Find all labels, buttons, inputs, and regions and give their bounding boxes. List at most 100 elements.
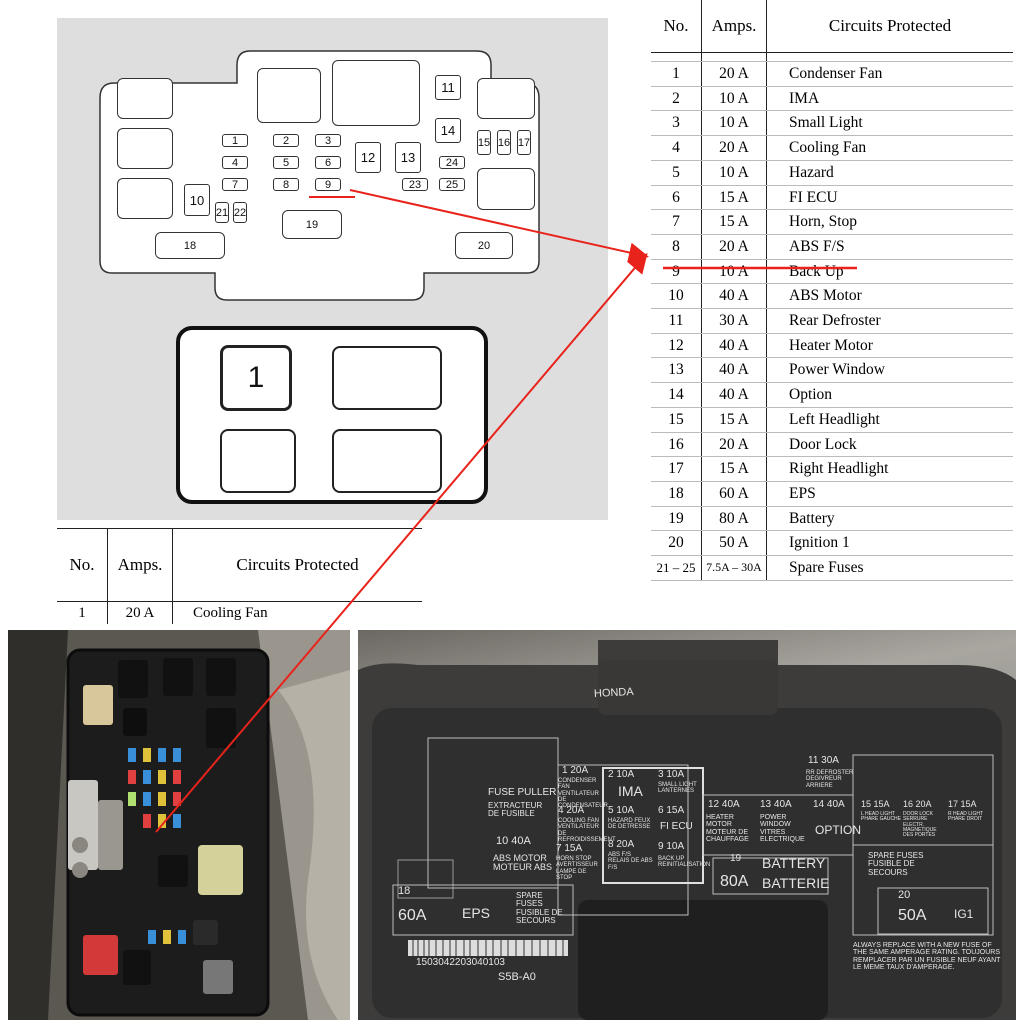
lower-fuse-1: 1 (220, 345, 292, 411)
fuse-20: 20 (455, 232, 513, 259)
cell-no: 20 (651, 530, 702, 557)
label-back-up: BACK UP REINITIALISATION (658, 856, 711, 869)
engine-fuse-box-photo (8, 630, 350, 1020)
cell-circuit: Cooling Fan (193, 604, 268, 621)
label-fuse-13: 13 40A (760, 799, 792, 810)
table-header-row: No. Amps. Circuits Protected (57, 528, 422, 602)
label-ima: IMA (618, 783, 643, 799)
label-power-window: POWER WINDOW VITRES ELECTRIQUE (760, 814, 805, 844)
cell-circuit: Horn, Stop (766, 209, 1013, 235)
label-fuse-8: 8 20A (608, 839, 635, 850)
lid-brand: HONDA (593, 685, 634, 701)
cell-no: 13 (651, 357, 702, 384)
relay-slot (257, 68, 321, 123)
label-door-lock: DOOR LOCK SERRURE ELECTR. MAGNETIQUE DES… (903, 811, 937, 838)
fuse-7: 7 (222, 178, 248, 191)
cell-no: 5 (651, 160, 702, 186)
cell-circuit: Rear Defroster (766, 308, 1013, 334)
cell-circuit: Small Light (766, 110, 1013, 137)
label-fuse-3: 3 10A (658, 769, 685, 780)
relay-slot (117, 78, 173, 119)
cell-amps: 15 A (701, 209, 767, 235)
cell-no: 2 (651, 86, 702, 112)
fuse-2: 2 (273, 134, 299, 147)
label-fuse-15: 15 15A (861, 799, 890, 809)
cell-no: 12 (651, 333, 702, 359)
label-fuse-5: 5 10A (608, 805, 635, 816)
cell-amps: 15 A (701, 407, 767, 433)
label-fuse-10: 10 40A (496, 835, 531, 847)
cell-circuit: Heater Motor (766, 333, 1013, 359)
cell-amps: 60 A (701, 481, 767, 507)
label-eps: EPS (462, 905, 491, 921)
cell-circuit: Door Lock (766, 432, 1013, 458)
label-batterie: BATTERIE (762, 875, 830, 891)
cell-circuit: Left Headlight (766, 407, 1013, 433)
secondary-fuse-box: 1 (176, 326, 488, 504)
fuse-box-diagram: 1 2 3 4 5 6 7 8 9 10 11 12 13 14 15 16 1… (57, 18, 608, 520)
label-l-headlight: L HEAD LIGHT PHARE GAUCHE (861, 811, 902, 823)
cell-amps: 10 A (701, 160, 767, 186)
fuse-21: 21 (215, 202, 229, 223)
fuse-24: 24 (439, 156, 465, 169)
column-header-circuits: Circuits Protected (766, 0, 1013, 53)
column-header-amps: Amps. (107, 528, 173, 602)
cell-no: 18 (651, 481, 702, 507)
fuse-11: 11 (435, 75, 461, 100)
fuse-5: 5 (273, 156, 299, 169)
fuse-23: 23 (402, 178, 428, 191)
label-abs-fs: ABS F/S RELAIS DE ABS F/S (608, 852, 653, 871)
relay-slot (477, 78, 535, 119)
label-small-light: SMALL LIGHT LANTERNES (658, 782, 697, 795)
cell-no: 1 (57, 601, 108, 624)
label-fuse-17: 17 15A (948, 799, 977, 809)
fuse-15: 15 (477, 130, 491, 155)
cell-circuit: Power Window (766, 357, 1013, 384)
label-fuse-2: 2 10A (608, 769, 635, 780)
label-fuse-9: 9 10A (658, 841, 685, 852)
fuse-18: 18 (155, 232, 225, 259)
label-fuse-12: 12 40A (708, 799, 740, 810)
label-fuse-16: 16 20A (903, 799, 932, 809)
relay-slot (477, 168, 535, 210)
fuse-4: 4 (222, 156, 248, 169)
cell-no: 16 (651, 432, 702, 458)
cell-amps: 40 A (701, 357, 767, 384)
fuse-10: 10 (184, 184, 210, 216)
cell-no: 15 (651, 407, 702, 433)
label-fuse-1: 1 20A (562, 765, 589, 776)
cell-amps: 20 A (701, 234, 767, 260)
cell-circuit: Back Up (766, 259, 1013, 285)
label-horn: HORN STOP AVERTISSEUR LAMPE DE STOP (556, 856, 598, 881)
cell-amps: 15 A (701, 185, 767, 211)
cell-no: 8 (651, 234, 702, 260)
label-hazard: HAZARD FEUX DE DETRESSE (608, 818, 651, 831)
column-header-no: No. (651, 0, 702, 53)
cell-no: 7 (651, 209, 702, 235)
label-battery: BATTERY (762, 855, 826, 871)
cell-no: 21 – 25 (651, 555, 702, 581)
relay-slot (332, 60, 420, 126)
cell-no: 19 (651, 506, 702, 532)
cell-no: 10 (651, 283, 702, 310)
label-80a: 80A (720, 873, 749, 890)
column-header-amps: Amps. (701, 0, 767, 53)
cell-no: 9 (651, 259, 702, 285)
label-fuse-6: 6 15A (658, 805, 685, 816)
cell-no: 11 (651, 308, 702, 334)
cell-amps: 30 A (701, 308, 767, 334)
table-header-row: No. Amps. Circuits Protected (651, 0, 1013, 53)
cell-circuit: IMA (766, 86, 1013, 112)
relay-slot (117, 178, 173, 219)
